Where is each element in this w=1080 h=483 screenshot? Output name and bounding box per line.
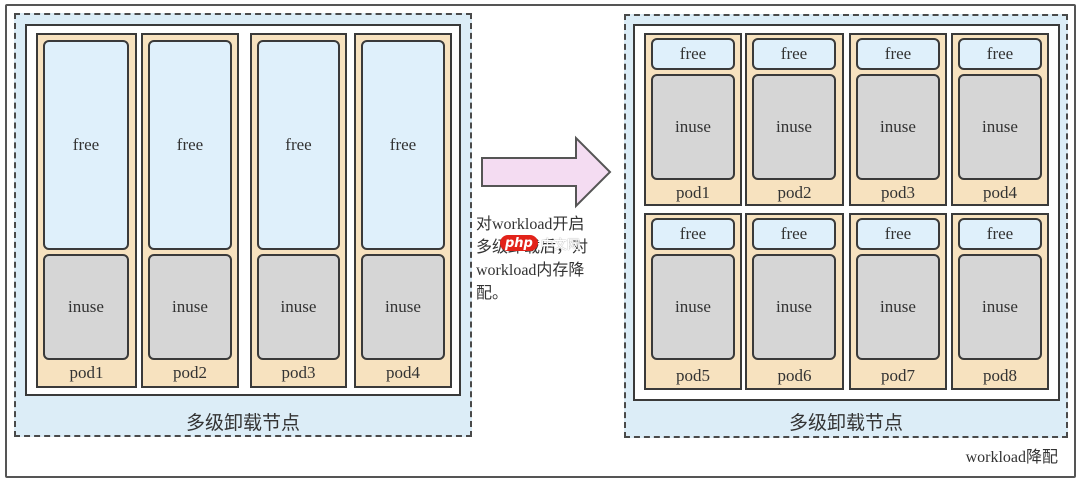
pod-label: pod1 xyxy=(676,183,710,202)
corner-caption: workload降配 xyxy=(965,449,1058,466)
inuse-block: inuse xyxy=(651,254,735,360)
pod-label: pod4 xyxy=(983,183,1017,202)
inuse-block: inuse xyxy=(361,254,445,360)
free-block: free xyxy=(856,218,940,250)
arrow-caption: 对workload开启 多级卸载后，对 workload内存降 配。 xyxy=(476,216,588,302)
inuse-block: inuse xyxy=(752,74,836,180)
watermark-text: 中文网 xyxy=(540,237,580,253)
pod-label: pod6 xyxy=(777,366,812,385)
free-block: free xyxy=(752,218,836,250)
inuse-block: inuse xyxy=(958,254,1042,360)
free-block: free xyxy=(361,40,445,250)
pod-label: pod3 xyxy=(281,363,316,382)
free-block: free xyxy=(958,218,1042,250)
watermark-badge: php xyxy=(500,235,538,251)
pod-label: pod4 xyxy=(386,363,420,382)
free-block: free xyxy=(856,38,940,70)
pod-label: pod7 xyxy=(881,366,915,385)
inuse-block: inuse xyxy=(958,74,1042,180)
inuse-block: inuse xyxy=(257,254,340,360)
inuse-block: inuse xyxy=(856,74,940,180)
inuse-block: inuse xyxy=(752,254,836,360)
diagram-frame xyxy=(5,4,1076,478)
free-block: free xyxy=(651,38,735,70)
free-block: free xyxy=(43,40,129,250)
free-block: free xyxy=(958,38,1042,70)
right-arrow-icon xyxy=(481,135,612,209)
pod-label: pod2 xyxy=(173,363,207,382)
free-block: free xyxy=(257,40,340,250)
inuse-block: inuse xyxy=(856,254,940,360)
free-block: free xyxy=(651,218,735,250)
pod-label: pod1 xyxy=(69,363,104,382)
right-node-label: 多级卸载节点 xyxy=(788,412,903,434)
inuse-block: inuse xyxy=(651,74,735,180)
pod-label: pod2 xyxy=(777,183,812,202)
inuse-block: inuse xyxy=(43,254,129,360)
free-block: free xyxy=(148,40,232,250)
pod-label: pod3 xyxy=(881,183,915,202)
watermark: php 中文网 xyxy=(500,234,590,253)
pod-label: pod5 xyxy=(676,366,710,385)
free-block: free xyxy=(752,38,836,70)
pod-label: pod8 xyxy=(983,366,1017,385)
inuse-block: inuse xyxy=(148,254,232,360)
left-node-label: 多级卸载节点 xyxy=(185,412,300,434)
